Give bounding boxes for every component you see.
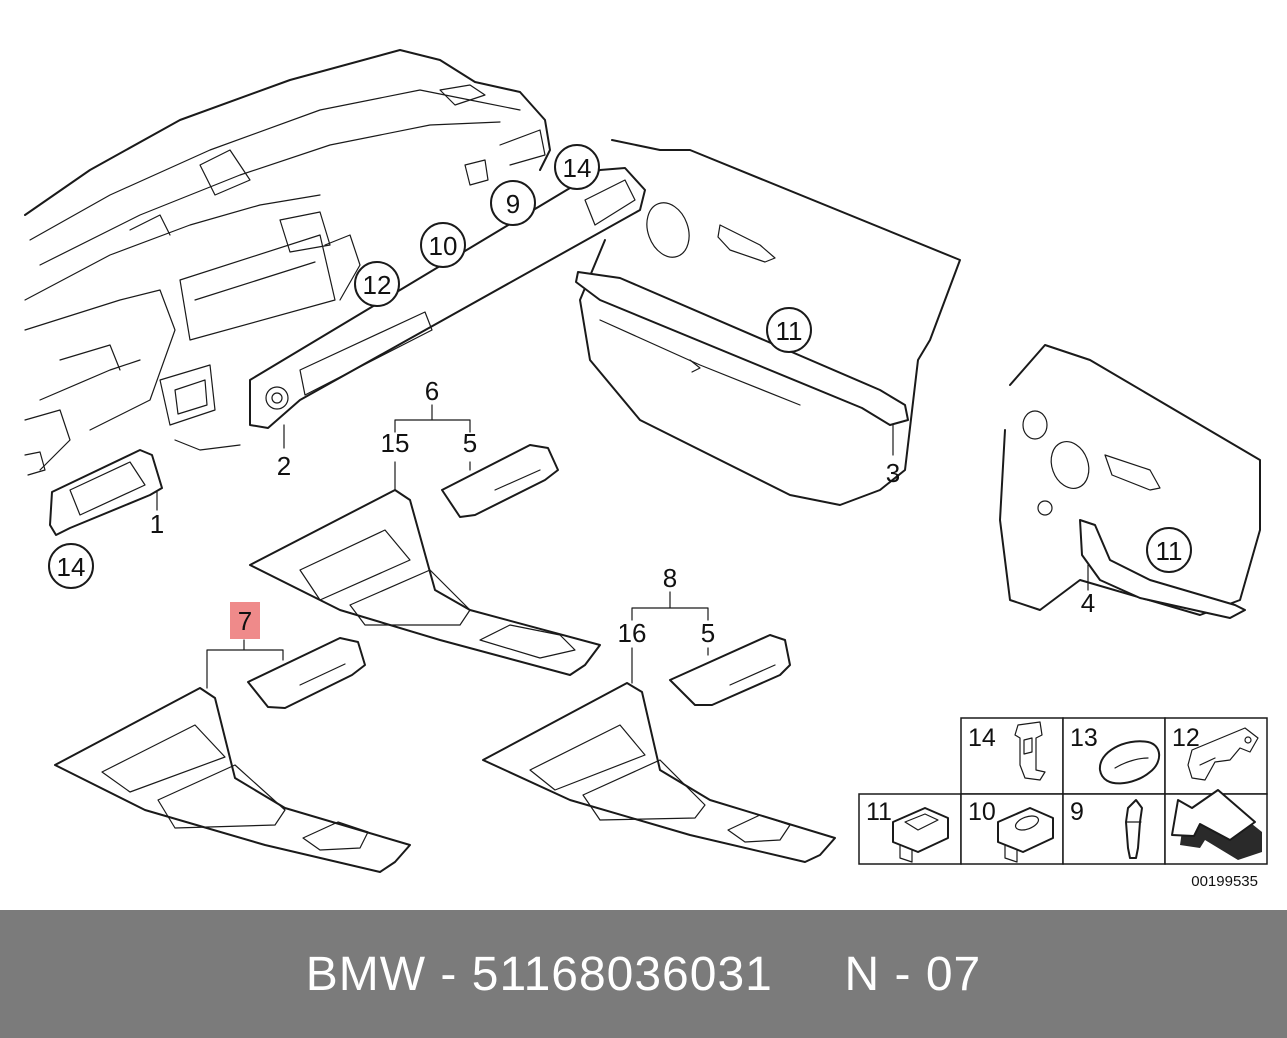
label-15[interactable]: 15 [381,428,410,458]
svg-text:13: 13 [1070,724,1098,752]
svg-text:10: 10 [429,231,458,261]
callout-14-bottom[interactable]: 14 [48,543,94,589]
pin-icon [1125,799,1143,859]
diagram-number: 00199535 [1191,873,1258,890]
parts-cell-arrow[interactable] [1171,789,1262,860]
console-trim-part-16 [482,682,836,863]
console-trim-part-15 [249,489,601,676]
svg-text:9: 9 [506,189,520,219]
cover-part-5-lower [669,634,791,706]
svg-text:12: 12 [363,270,392,300]
svg-text:9: 9 [1070,798,1084,826]
callout-10[interactable]: 10 [420,222,466,268]
label-8[interactable]: 8 [663,563,677,593]
label-2[interactable]: 2 [277,451,291,481]
bracket-6 [394,404,471,433]
parts-cell-14[interactable]: 14 [968,721,1046,781]
parts-cell-10[interactable]: 10 [968,798,1054,863]
parts-diagram: 14 9 10 12 11 11 14 1 2 3 4 6 15 5 7 8 1… [24,49,1268,890]
bracket-7 [206,639,284,689]
label-7[interactable]: 7 [238,606,252,636]
svg-text:14: 14 [563,153,592,183]
clip-nut-icon [997,807,1054,863]
svg-text:11: 11 [776,316,803,346]
parts-cell-11[interactable]: 11 [866,798,949,863]
footer-bar: BMW - 51168036031 N - 07 [0,910,1287,1038]
svg-text:12: 12 [1172,724,1200,752]
dashboard-drawing [24,49,551,476]
clip-nut-icon [892,807,949,863]
parts-cell-13[interactable]: 13 [1070,724,1161,785]
svg-text:10: 10 [968,798,996,826]
cover-part-7 [247,637,366,709]
label-5-upper[interactable]: 5 [463,428,477,458]
parts-cell-12[interactable]: 12 [1172,724,1259,781]
part-number-caption: BMW - 51168036031 N - 07 [305,947,982,1001]
callout-11-front-door[interactable]: 11 [766,307,812,353]
callout-12[interactable]: 12 [354,261,400,307]
console-trim-part-7 [54,687,411,873]
callout-14-top[interactable]: 14 [554,144,600,190]
label-1[interactable]: 1 [150,509,164,539]
bracket-8 [631,591,709,621]
parts-cell-9[interactable]: 9 [1070,798,1143,859]
plug-icon [1098,740,1161,785]
label-5-lower[interactable]: 5 [701,618,715,648]
label-4[interactable]: 4 [1081,588,1095,618]
svg-text:11: 11 [866,798,892,826]
highlight-box-7 [230,602,260,639]
svg-text:14: 14 [57,552,86,582]
clip-icon [1014,721,1046,781]
trim-strip-part-2 [249,167,646,449]
label-16[interactable]: 16 [618,618,647,648]
arrow-icon [1171,789,1262,860]
callout-11-rear-door[interactable]: 11 [1146,527,1192,573]
label-3[interactable]: 3 [886,458,900,488]
label-6[interactable]: 6 [425,376,439,406]
trim-bezel-part-1 [49,449,163,536]
cover-part-5-upper [441,444,559,518]
rear-door-drawing [999,344,1261,619]
svg-text:14: 14 [968,724,996,752]
bracket-icon [1187,727,1259,781]
svg-text:11: 11 [1156,536,1183,566]
callout-9[interactable]: 9 [490,180,536,226]
front-door-drawing [575,139,961,506]
